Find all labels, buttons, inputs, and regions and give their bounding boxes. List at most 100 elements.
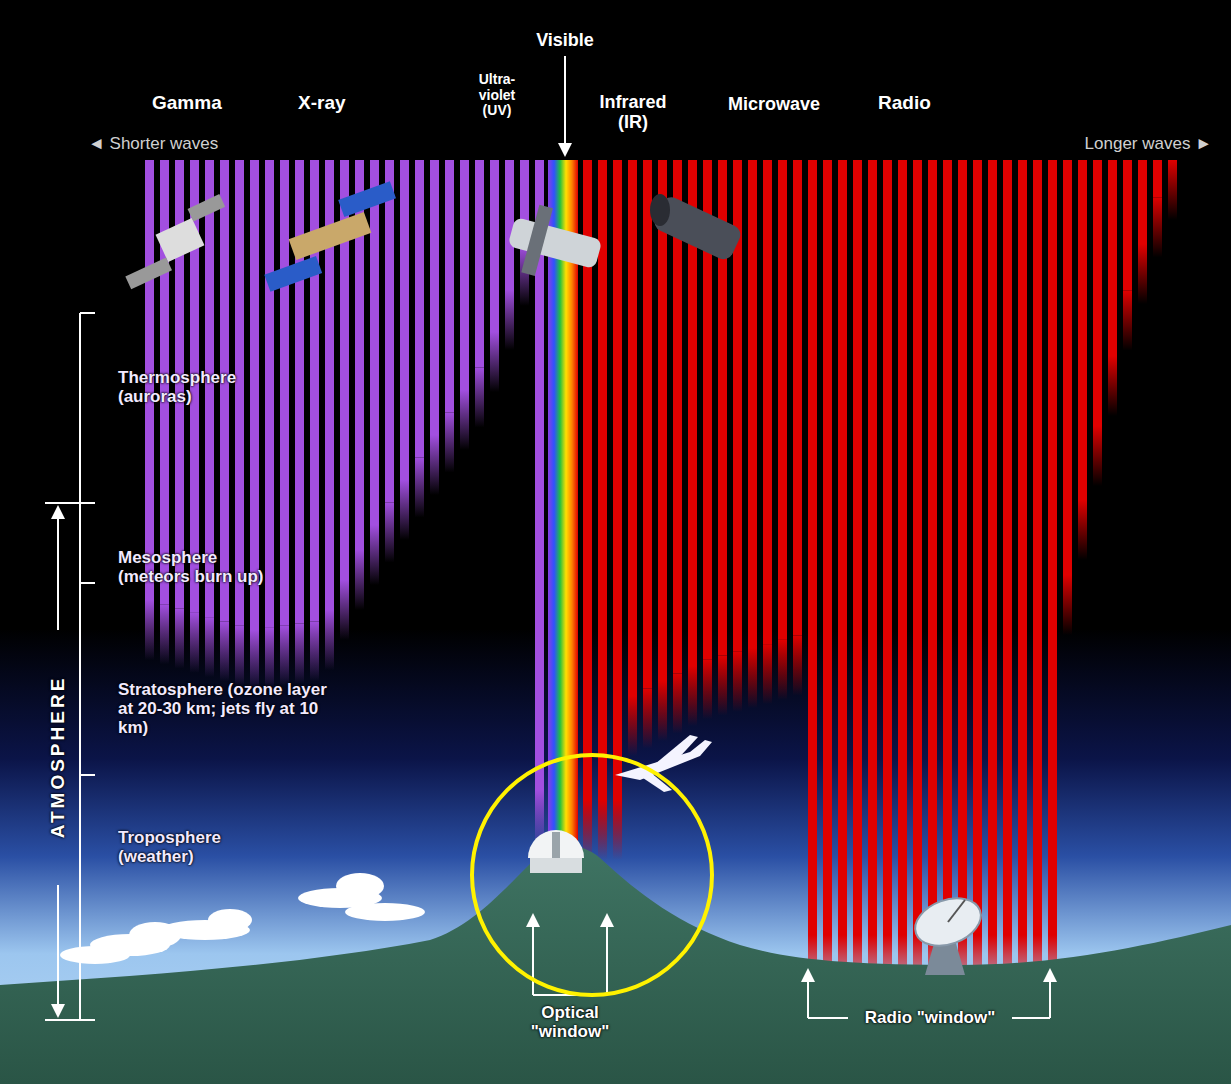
wave-stripe xyxy=(1153,160,1162,197)
wave-stripe xyxy=(220,160,229,621)
wave-stripe xyxy=(1033,160,1042,935)
text-label: Troposphere (weather) xyxy=(118,828,268,866)
wave-stripes xyxy=(145,160,1177,995)
wave-stripe-fade xyxy=(763,644,772,704)
wave-stripe xyxy=(1018,160,1027,935)
text-label: Optical "window" xyxy=(515,1003,625,1041)
wave-stripe-fade xyxy=(415,458,424,518)
wave-stripe xyxy=(868,160,877,935)
radio-dish xyxy=(909,890,988,975)
wave-stripe xyxy=(280,160,289,626)
text-label: Gamma xyxy=(152,92,222,113)
wave-stripe-fade xyxy=(613,800,622,860)
vertical-label: ATMOSPHERE xyxy=(47,676,68,839)
wave-stripe xyxy=(658,160,667,681)
wave-stripe-fade xyxy=(1138,244,1147,304)
wave-stripe-fade xyxy=(400,480,409,540)
wave-stripe-fade xyxy=(265,628,274,688)
wave-stripe xyxy=(643,160,652,689)
wave-stripe xyxy=(928,160,937,935)
wave-stripe-fade xyxy=(703,659,712,719)
wave-stripe-fade xyxy=(1078,500,1087,560)
wave-stripe-fade xyxy=(280,626,289,686)
wave-stripe xyxy=(490,160,499,332)
wave-stripe-fade xyxy=(370,525,379,585)
wave-stripe xyxy=(808,160,817,935)
text-label: Stratosphere (ozone layer at 20-30 km; j… xyxy=(118,680,333,737)
wave-stripe-fade xyxy=(658,681,667,741)
wave-stripe-fade xyxy=(1063,575,1072,635)
text-label: Mesosphere (meteors burn up) xyxy=(118,548,278,586)
wave-stripe-fade xyxy=(1168,160,1177,220)
wave-stripe xyxy=(1138,160,1147,244)
hubble-telescope xyxy=(508,205,603,276)
wave-stripe-fade xyxy=(460,390,469,450)
wave-stripe-fade xyxy=(310,621,319,681)
xray-satellite xyxy=(264,181,396,292)
wave-stripe-fade xyxy=(1108,356,1117,416)
wave-stripe-fade xyxy=(160,604,169,664)
wave-stripe xyxy=(415,160,424,458)
wave-stripe xyxy=(988,160,997,935)
text-label: Microwave xyxy=(728,94,820,114)
wave-stripe xyxy=(913,160,922,935)
wave-stripe-fade xyxy=(643,689,652,749)
wave-stripe xyxy=(883,160,892,935)
wave-stripe xyxy=(385,160,394,503)
wave-stripe xyxy=(1078,160,1087,500)
wave-stripe-fade xyxy=(628,696,637,756)
wave-stripe-fade xyxy=(445,413,454,473)
wave-stripe xyxy=(265,160,274,628)
wave-stripe-fade xyxy=(190,613,199,673)
airplane xyxy=(615,735,712,792)
wave-stripe-fade xyxy=(673,674,682,734)
wave-stripe-fade xyxy=(385,503,394,563)
wave-stripe-fade xyxy=(235,626,244,686)
wave-stripe-fade xyxy=(145,600,154,660)
wave-stripe xyxy=(505,160,514,290)
gamma-satellite xyxy=(125,194,225,289)
wave-stripe-fade xyxy=(490,332,499,392)
wave-stripe xyxy=(460,160,469,390)
wave-stripe xyxy=(763,160,772,644)
wave-stripe xyxy=(1048,160,1057,935)
wave-stripe xyxy=(235,160,244,626)
wave-stripe-fade xyxy=(295,624,304,684)
wave-stripe xyxy=(613,160,622,800)
text-label: X-ray xyxy=(298,92,346,113)
wave-stripe-fade xyxy=(340,580,349,640)
wave-stripe xyxy=(295,160,304,624)
window-brackets xyxy=(533,920,1050,1018)
infrared-telescope xyxy=(650,194,744,263)
wave-stripe xyxy=(793,160,802,636)
observatory xyxy=(528,830,584,873)
wave-stripe xyxy=(1003,160,1012,935)
text-label: Radio xyxy=(878,92,931,113)
wave-stripe xyxy=(748,160,757,648)
wave-stripe-fade xyxy=(748,648,757,708)
wave-stripe xyxy=(898,160,907,935)
wave-stripe xyxy=(958,160,967,935)
wave-stripe-fade xyxy=(505,290,514,350)
wave-stripe-fade xyxy=(220,621,229,681)
wave-stripe xyxy=(1063,160,1072,575)
wave-stripe xyxy=(1123,160,1132,291)
atmosphere-bracket xyxy=(45,313,95,1020)
text-label: Longer waves ► xyxy=(1085,134,1212,153)
ground xyxy=(0,846,1231,1084)
wave-stripe-fade xyxy=(598,800,607,860)
wave-stripe-fade xyxy=(1093,426,1102,486)
text-label: ◄ Shorter waves xyxy=(88,134,218,153)
wave-stripe-fade xyxy=(475,368,484,428)
wave-stripe xyxy=(250,160,259,630)
wave-stripe xyxy=(1108,160,1117,356)
wave-stripe-fade xyxy=(1123,291,1132,351)
text-label: Ultra- violet (UV) xyxy=(468,72,526,119)
text-label: Infrared (IR) xyxy=(587,92,679,132)
highlight-circle xyxy=(472,755,712,995)
wave-stripe xyxy=(628,160,637,696)
wave-stripe xyxy=(778,160,787,640)
